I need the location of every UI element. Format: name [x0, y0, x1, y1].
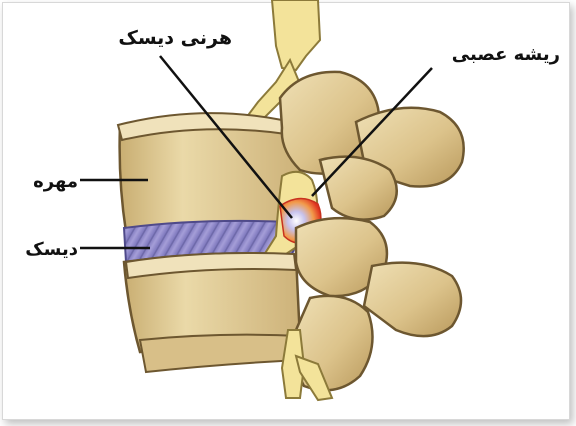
label-nerve-root: ریشه عصبی [452, 44, 560, 65]
lower-vertebra-base [140, 335, 300, 372]
spinal-nerve-top [272, 0, 320, 70]
upper-facet [320, 157, 397, 220]
label-herniated-disc: هرنی دیسک [118, 27, 232, 49]
label-vertebra: مهره [33, 171, 78, 192]
label-disc: دیسک [25, 239, 78, 260]
lower-spinous-process [364, 263, 461, 336]
